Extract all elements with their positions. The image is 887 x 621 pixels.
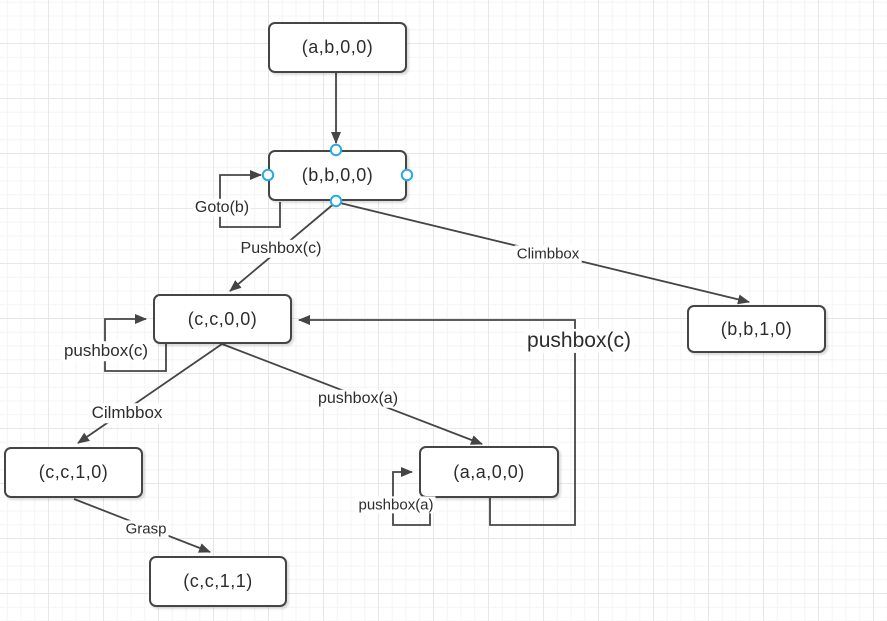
node-aa00[interactable]: (a,a,0,0) — [419, 446, 559, 498]
connection-point-handle-bottom[interactable] — [329, 194, 343, 208]
node-label: (b,b,0,0) — [301, 165, 374, 185]
node-bb10[interactable]: (b,b,1,0) — [687, 305, 826, 353]
edge-label-goto-b[interactable]: Goto(b) — [192, 198, 252, 218]
connection-point-handle-top[interactable] — [329, 143, 343, 157]
edge-label-climbbox[interactable]: Climbbox — [514, 245, 582, 263]
edge-label-grasp[interactable]: Grasp — [123, 520, 169, 538]
node-bb00[interactable]: (b,b,0,0) — [268, 150, 407, 201]
node-label: (a,b,0,0) — [301, 37, 374, 57]
node-label: (c,c,0,0) — [187, 308, 258, 329]
edge-label-pushbox-c-loop[interactable]: pushbox(c) — [61, 341, 151, 361]
node-cc10[interactable]: (c,c,1,0) — [4, 447, 143, 498]
edge-goto-b-self-loop[interactable] — [219, 170, 281, 228]
edge-label-pushbox-a-loop[interactable]: pushbox(a) — [356, 496, 436, 514]
node-cc11[interactable]: (c,c,1,1) — [149, 556, 287, 607]
edge-pushbox-a-self-loop[interactable] — [392, 467, 431, 526]
connection-point-handle-right[interactable] — [400, 168, 414, 182]
node-label: (c,c,1,1) — [183, 571, 253, 591]
edge-label-pushbox-a-edge[interactable]: pushbox(a) — [315, 389, 401, 409]
connection-point-handle-left[interactable] — [261, 168, 275, 182]
edge-label-pushbox-c-return[interactable]: pushbox(c) — [525, 328, 633, 354]
node-ab00[interactable]: (a,b,0,0) — [268, 22, 407, 73]
node-label: (b,b,1,0) — [720, 318, 793, 339]
node-cc00[interactable]: (c,c,0,0) — [153, 294, 292, 344]
edge-label-pushbox-c-upper[interactable]: Pushbox(c) — [238, 239, 324, 259]
edge-aa00-to-cc00-pushbox-c-return[interactable] — [298, 315, 576, 526]
edge-cc00-to-cc10-cilmbbox[interactable] — [77, 343, 223, 444]
node-label: (a,a,0,0) — [453, 461, 525, 482]
node-label: (c,c,1,0) — [38, 462, 109, 482]
edge-pushbox-c-self-loop[interactable] — [104, 314, 167, 372]
edge-label-cilmbbox[interactable]: Cilmbbox — [89, 403, 165, 423]
